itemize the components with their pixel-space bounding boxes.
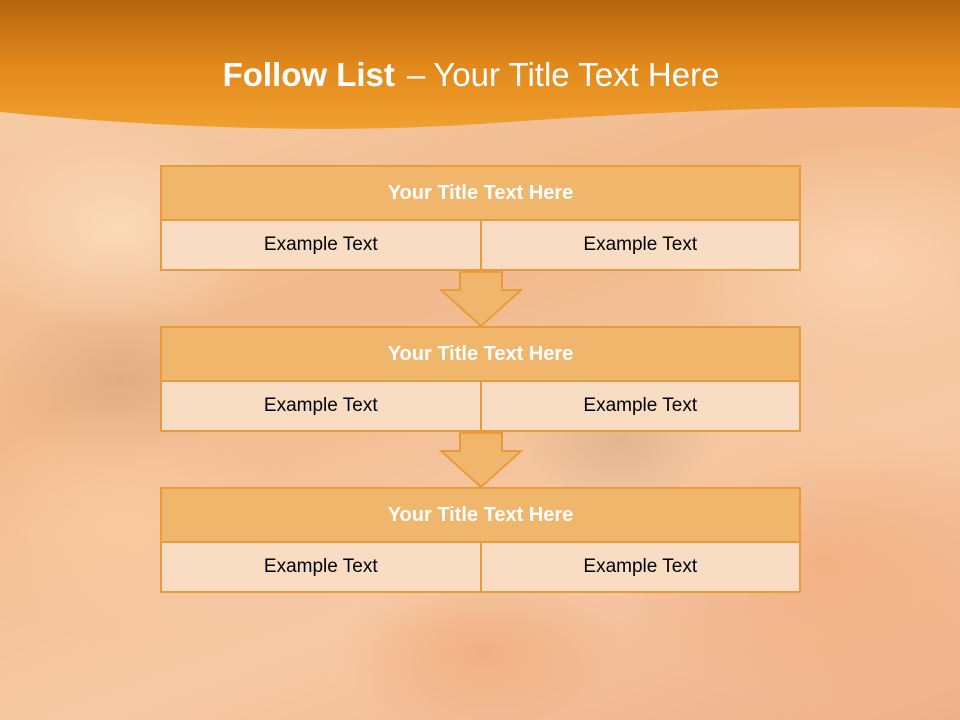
slide-title-separator: – [406,56,426,93]
list-block-3: Your Title Text Here Example Text Exampl… [160,487,801,593]
block-cell-right: Example Text [479,221,801,271]
list-block-1: Your Title Text Here Example Text Exampl… [160,165,801,271]
block-row: Example Text Example Text [160,382,801,432]
block-cell-right: Example Text [479,382,801,432]
header-band [0,0,960,140]
block-cell-left: Example Text [160,382,482,432]
down-arrow-icon [438,270,524,328]
block-title: Your Title Text Here [160,487,801,543]
block-row: Example Text Example Text [160,543,801,593]
slide-title-bold: Follow List [222,56,395,93]
block-row: Example Text Example Text [160,221,801,271]
block-cell-left: Example Text [160,543,482,593]
down-arrow-icon [438,431,524,489]
block-title: Your Title Text Here [160,165,801,221]
block-cell-right: Example Text [479,543,801,593]
block-title: Your Title Text Here [160,326,801,382]
block-cell-left: Example Text [160,221,482,271]
slide-title: Follow List–Your Title Text Here [0,54,960,96]
slide-title-rest: Your Title Text Here [433,56,720,93]
list-block-2: Your Title Text Here Example Text Exampl… [160,326,801,432]
